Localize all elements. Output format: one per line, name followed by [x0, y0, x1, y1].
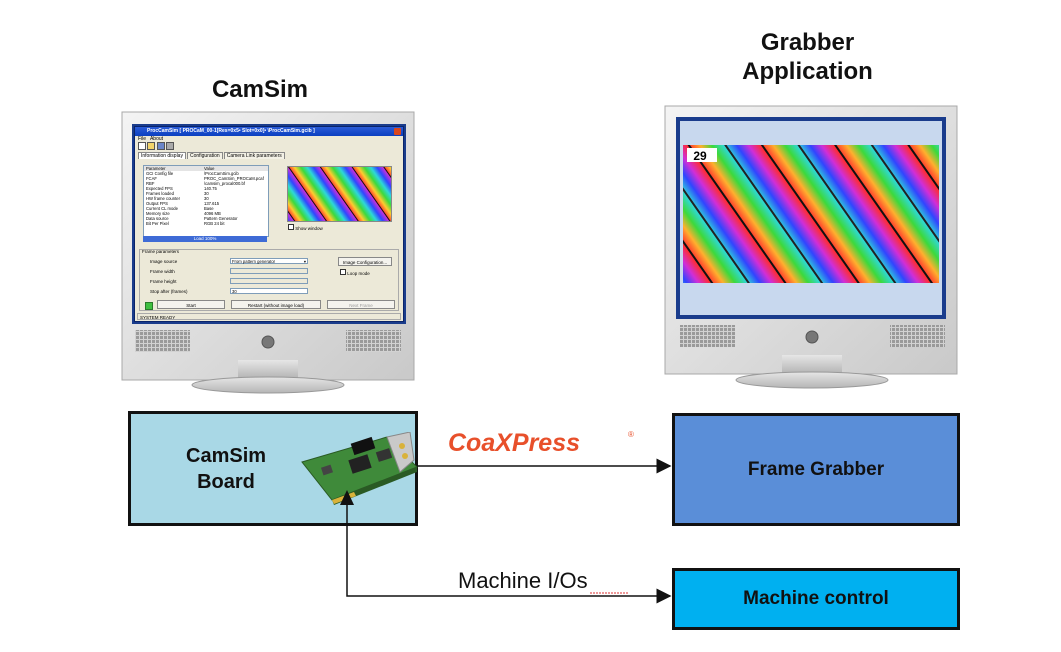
- table-row: GCI Config file\ProcCamSim.gcib: [146, 171, 239, 176]
- table-row: RBF\camsim_procal000.bf: [146, 181, 245, 186]
- grabber-application-title: Grabber Application: [700, 28, 915, 86]
- camsim-title: CamSim: [211, 76, 309, 103]
- frame-width-field[interactable]: [230, 268, 308, 274]
- frame-height-label: Frame height: [150, 279, 177, 284]
- frame-grabber-box: Frame Grabber: [672, 413, 960, 526]
- machine-control-label: Machine control: [743, 588, 889, 609]
- grabber-title-line1: Grabber: [760, 29, 855, 56]
- chevron-down-icon: ▾: [303, 259, 306, 264]
- preview-thumbnail: [287, 166, 392, 222]
- status-led-icon: [145, 302, 153, 310]
- frame-height-field[interactable]: [230, 278, 308, 284]
- header-value: Value: [204, 166, 215, 171]
- restart-button[interactable]: Restart (without image load): [231, 300, 321, 309]
- loop-mode-checkbox[interactable]: Loop mode: [340, 269, 370, 276]
- camsim-board-label: CamSim Board: [186, 443, 266, 495]
- frame-parameters-title: Frame parameters: [142, 249, 180, 254]
- next-frame-button[interactable]: Next Frame: [327, 300, 395, 309]
- tab-configuration[interactable]: Configuration: [186, 152, 223, 159]
- tab-information-display[interactable]: Information display: [138, 152, 186, 159]
- camsim-window-titlebar: ProcCamSim [ PROCaM_00-1[Res=0x5• Slot=0…: [135, 127, 403, 136]
- loop-mode-label: Loop mode: [347, 271, 370, 276]
- pcie-board-icon: [301, 432, 418, 505]
- camsim-app-window: ProcCamSim [ PROCaM_00-1[Res=0x5• Slot=0…: [134, 126, 404, 322]
- camsim-board-line1: CamSim: [186, 444, 267, 467]
- status-bar: SYSTEM READY: [137, 313, 401, 320]
- start-button[interactable]: Start: [157, 300, 225, 309]
- show-window-label: Show window: [295, 226, 323, 231]
- grabber-title-line2: Application: [742, 58, 873, 85]
- frame-grabber-label: Frame Grabber: [747, 458, 885, 480]
- frame-width-label: Frame width: [150, 269, 175, 274]
- image-source-label: Image source: [150, 259, 178, 264]
- table-header: Parameter Value: [144, 166, 268, 171]
- grabber-monitor: [664, 105, 958, 389]
- tab-camera-link-parameters[interactable]: Camera Link parameters: [223, 152, 285, 159]
- image-source-select[interactable]: From pattern generator ▾: [230, 258, 308, 264]
- camsim-menubar: File About: [135, 136, 403, 142]
- new-file-icon[interactable]: [138, 142, 146, 150]
- parameter-table: Parameter Value GCI Config file\ProcCamS…: [143, 165, 269, 237]
- stop-after-label: Stop after (frames): [150, 289, 188, 294]
- frame-counter: 29: [693, 149, 707, 163]
- show-window-checkbox[interactable]: Show window: [288, 224, 323, 231]
- camsim-window-title: ProcCamSim [ PROCaM_00-1[Res=0x5• Slot=0…: [147, 128, 315, 134]
- camsim-board-line2: Board: [197, 470, 255, 493]
- close-icon[interactable]: [394, 128, 401, 135]
- stop-after-field[interactable]: 30: [230, 288, 308, 294]
- load-progress-bar: Load 100%: [143, 236, 267, 242]
- frame-counter-bg: [687, 148, 717, 162]
- frame-parameters-group: Frame parameters Image source From patte…: [139, 249, 399, 311]
- camsim-tabs: Information display Configuration Camera…: [135, 152, 403, 159]
- image-configuration-button[interactable]: Image Configuration...: [338, 257, 392, 266]
- settings-icon[interactable]: [166, 142, 175, 150]
- machine-control-box: Machine control: [672, 568, 960, 630]
- save-icon[interactable]: [156, 142, 165, 150]
- header-parameter: Parameter: [146, 166, 166, 171]
- menu-about[interactable]: About: [149, 136, 164, 142]
- camsim-toolbar: [135, 142, 403, 150]
- menu-file[interactable]: File: [138, 136, 147, 142]
- open-folder-icon[interactable]: [147, 142, 156, 150]
